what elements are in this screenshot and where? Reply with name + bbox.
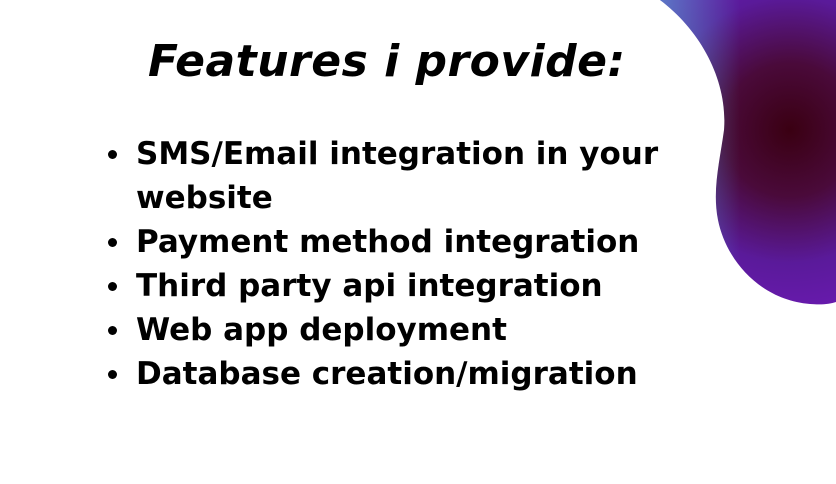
feature-item-payment: Payment method integration [106, 220, 686, 264]
feature-item-database: Database creation/migration [106, 352, 686, 396]
feature-list: SMS/Email integration in your website Pa… [106, 132, 686, 396]
feature-item-deployment: Web app deployment [106, 308, 686, 352]
feature-item-sms-email: SMS/Email integration in your website [106, 132, 686, 220]
slide-title: Features i provide: [148, 36, 626, 87]
feature-item-third-party-api: Third party api integration [106, 264, 686, 308]
